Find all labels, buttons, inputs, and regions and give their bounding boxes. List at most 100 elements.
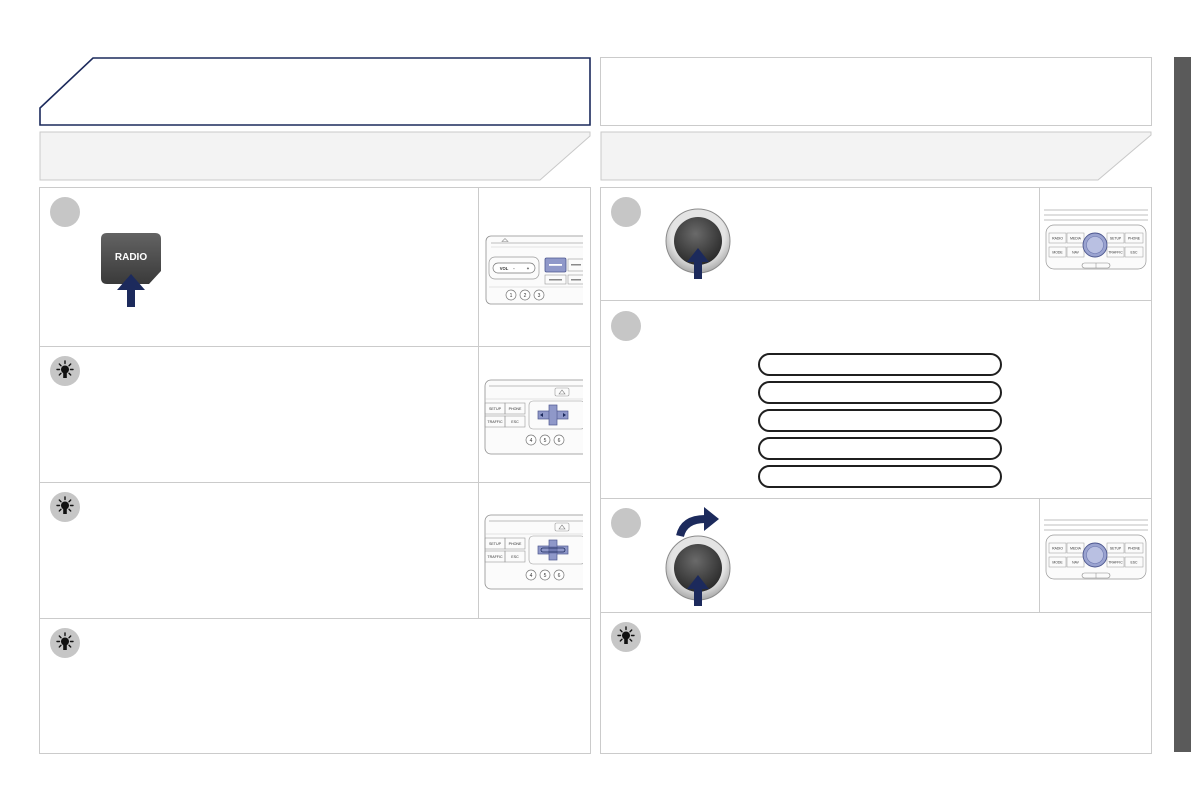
left-step-1-panel: RADIO VOL - + 1 2 3 — [39, 187, 591, 347]
preset-button: 1 — [505, 289, 517, 301]
image-cell-divider — [478, 188, 479, 346]
preset-label: 5 — [544, 438, 547, 444]
panel-key — [567, 258, 583, 272]
menu-option-box — [758, 409, 1002, 432]
eject-button — [554, 522, 570, 532]
esc-key-label: ESC — [1131, 560, 1139, 564]
console-knob-cap — [1086, 546, 1104, 564]
preset-button: 6 — [553, 569, 565, 581]
esc-key — [1124, 246, 1144, 258]
preset-label: 4 — [530, 573, 533, 579]
phone-key-label: PHONE — [509, 542, 522, 546]
radio-key-label: RADIO — [115, 252, 147, 263]
panel-key-mark — [571, 264, 581, 266]
nav-pad-diagram: SETUP PHONE TRAFFIC ESC 4 5 6 — [484, 514, 583, 590]
preset-button: 3 — [533, 289, 545, 301]
push-arrow-icon — [687, 575, 709, 606]
right-band-shape — [600, 131, 1152, 181]
preset-button: 2 — [519, 289, 531, 301]
menu-option-box — [758, 437, 1002, 460]
esc-key-label: ESC — [1131, 250, 1139, 254]
mode-key — [1048, 556, 1067, 568]
setup-key-label: SETUP — [1110, 236, 1122, 240]
traffic-key-label: TRAFFIC — [487, 420, 503, 424]
image-cell-divider — [1039, 499, 1040, 612]
image-cell-divider — [478, 347, 479, 482]
preset-button: 6 — [553, 434, 565, 446]
direction-pad — [537, 539, 569, 561]
step-badge — [611, 508, 641, 538]
esc-key-label: ESC — [511, 555, 519, 559]
panel-key — [544, 274, 567, 285]
console-knob-cap — [1086, 236, 1104, 254]
preset-button: 4 — [525, 434, 537, 446]
knob-cap — [674, 217, 722, 265]
setup-key-label: SETUP — [489, 542, 502, 546]
esc-key — [1124, 556, 1144, 568]
chapter-side-tab — [1174, 57, 1191, 752]
phone-key-label: PHONE — [1128, 546, 1141, 550]
traffic-key-label: TRAFFIC — [1108, 250, 1123, 254]
menu-option-box — [758, 353, 1002, 376]
lightbulb-icon — [611, 622, 641, 652]
mode-key-label: MODE — [1052, 250, 1063, 254]
mode-key-label: MODE — [1052, 560, 1063, 564]
step-badge — [611, 311, 641, 341]
esc-key — [504, 415, 526, 428]
left-header-frame — [39, 57, 591, 126]
nav-key — [1066, 556, 1085, 568]
nav-key — [1066, 246, 1085, 258]
traffic-key — [1106, 556, 1125, 568]
panel-key — [567, 274, 583, 285]
phone-key — [504, 402, 526, 415]
phone-key — [1124, 232, 1144, 244]
lightbulb-icon — [50, 628, 80, 658]
media-key — [1066, 542, 1085, 554]
knob-cap — [674, 544, 722, 592]
setup-key — [1106, 232, 1125, 244]
vent-lines — [1044, 209, 1148, 221]
traffic-key-label: TRAFFIC — [487, 555, 503, 559]
panel-key-mark — [549, 279, 562, 281]
preset-label: 6 — [558, 438, 561, 444]
right-subheader-band — [600, 131, 1152, 181]
push-arrow-icon — [687, 248, 709, 279]
preset-label: 1 — [510, 293, 513, 299]
radio-key-body — [101, 233, 161, 284]
volume-minus-label: - — [513, 266, 515, 271]
radio-key — [1048, 232, 1067, 244]
pad-surround — [528, 400, 583, 430]
radio-key-label: RADIO — [1052, 546, 1063, 550]
preset-label: 4 — [530, 438, 533, 444]
highlighted-key-mark — [549, 264, 562, 266]
preset-label: 2 — [524, 293, 527, 299]
preset-label: 6 — [558, 573, 561, 579]
pad-surround — [528, 535, 583, 565]
lightbulb-icon — [50, 492, 80, 522]
right-step-2-panel — [600, 300, 1152, 499]
front-panel-diagram: VOL - + 1 2 3 — [485, 235, 583, 305]
right-step-1-panel: RADIO MEDIA SETUP PHONE MODE NAV TRAFFIC… — [600, 187, 1152, 301]
console-diagram: RADIO MEDIA SETUP PHONE MODE NAV TRAFFIC… — [1044, 519, 1148, 580]
esc-key-label: ESC — [511, 420, 519, 424]
nav-key-label: NAV — [1072, 560, 1079, 564]
step-badge — [50, 197, 80, 227]
preset-button: 5 — [539, 569, 551, 581]
media-key-label: MEDIA — [1070, 236, 1081, 240]
eject-icon — [558, 524, 566, 530]
media-key-label: MEDIA — [1070, 546, 1081, 550]
rotary-knob-icon — [665, 535, 731, 606]
rotary-knob-icon — [665, 208, 731, 279]
menu-option-box — [758, 381, 1002, 404]
volume-rocker — [492, 262, 536, 274]
preset-button: 5 — [539, 434, 551, 446]
phone-key-label: PHONE — [509, 407, 522, 411]
radio-key-icon: RADIO — [101, 233, 161, 307]
left-tip-panel-3 — [39, 618, 591, 754]
turn-arrow-shaft — [676, 515, 706, 537]
preset-button: 4 — [525, 569, 537, 581]
nav-pad-diagram: SETUP PHONE TRAFFIC ESC 4 5 6 — [484, 379, 583, 455]
setup-key-label: SETUP — [489, 407, 502, 411]
phone-key — [504, 537, 526, 550]
direction-pad — [537, 404, 569, 426]
